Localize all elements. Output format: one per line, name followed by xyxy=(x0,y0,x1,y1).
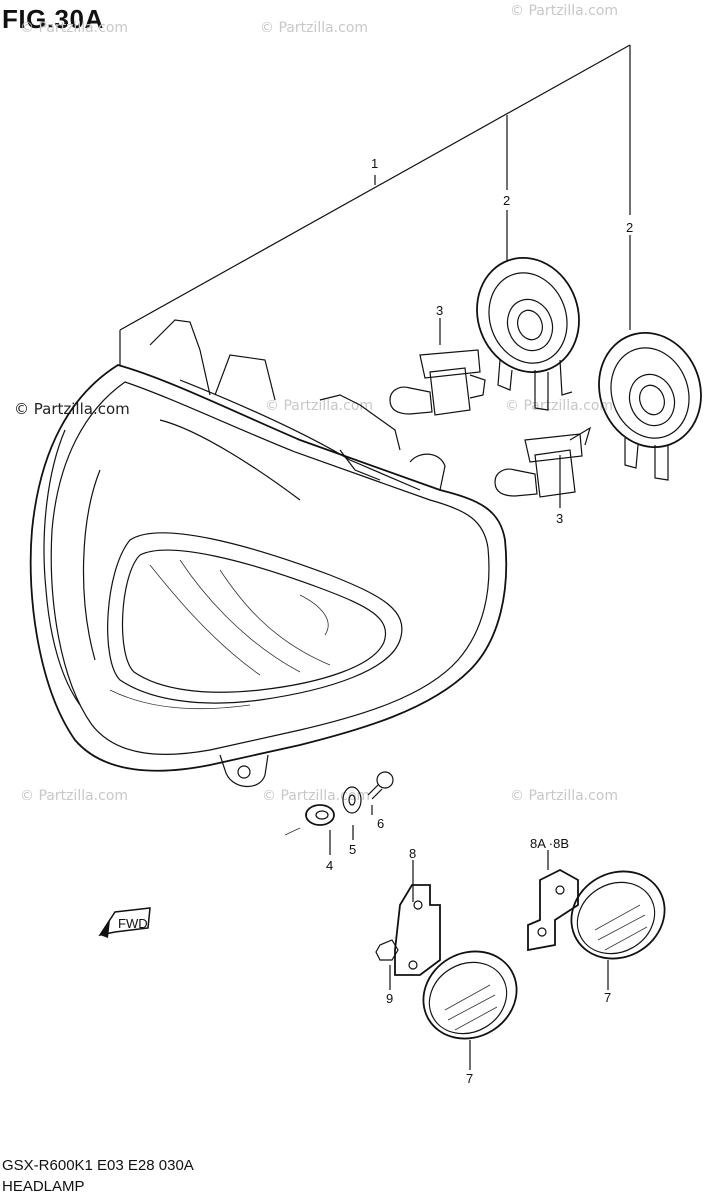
figure-code: GSX-R600K1 E03 E28 030A xyxy=(2,1157,194,1174)
callout-7: 7 xyxy=(466,1071,473,1086)
bulb-upper xyxy=(389,349,486,416)
callout-8: 8 xyxy=(409,846,416,861)
bracket-right xyxy=(527,868,579,952)
callout-2: 2 xyxy=(626,220,633,235)
headlamp-housing xyxy=(29,319,508,788)
callout-labels: 1 2 2 3 3 4 5 6 7 7 8 8A ·8B 9 xyxy=(326,156,633,1086)
callout-6: 6 xyxy=(377,816,384,831)
callout-7: 7 xyxy=(604,990,611,1005)
reflector-right xyxy=(570,870,666,960)
washer xyxy=(342,786,362,814)
forward-arrow-icon: FWD xyxy=(98,907,151,938)
watermark: © Partzilla.com xyxy=(510,3,618,19)
forward-arrow-label: FWD xyxy=(118,916,148,931)
grommet xyxy=(305,804,335,826)
bulb-socket-lower xyxy=(598,331,702,481)
bulb-lower xyxy=(494,426,592,498)
callout-3: 3 xyxy=(556,511,563,526)
watermark: © Partzilla.com xyxy=(20,20,128,36)
callout-3: 3 xyxy=(436,303,443,318)
callout-9: 9 xyxy=(386,991,393,1006)
screw xyxy=(367,771,394,800)
watermark: © Partzilla.com xyxy=(20,788,128,804)
bracket-left xyxy=(394,884,441,976)
watermark-group: © Partzilla.com © Partzilla.com © Partzi… xyxy=(14,3,618,804)
watermark: © Partzilla.com xyxy=(265,398,373,414)
watermark: © Partzilla.com xyxy=(260,20,368,36)
figure-name: HEADLAMP xyxy=(2,1178,85,1195)
bulb-socket-upper xyxy=(476,256,580,411)
callout-5: 5 xyxy=(349,842,356,857)
reflector-left xyxy=(422,950,518,1040)
callout-2: 2 xyxy=(503,193,510,208)
figure-title: FIG.30A xyxy=(2,4,104,34)
watermark: © Partzilla.com xyxy=(510,788,618,804)
nut xyxy=(375,939,399,961)
watermark: © Partzilla.com xyxy=(505,398,613,414)
callout-1: 1 xyxy=(371,156,378,171)
callout-4: 4 xyxy=(326,858,333,873)
leader-lines xyxy=(119,44,631,1070)
callout-8a-8b: 8A ·8B xyxy=(530,836,569,851)
